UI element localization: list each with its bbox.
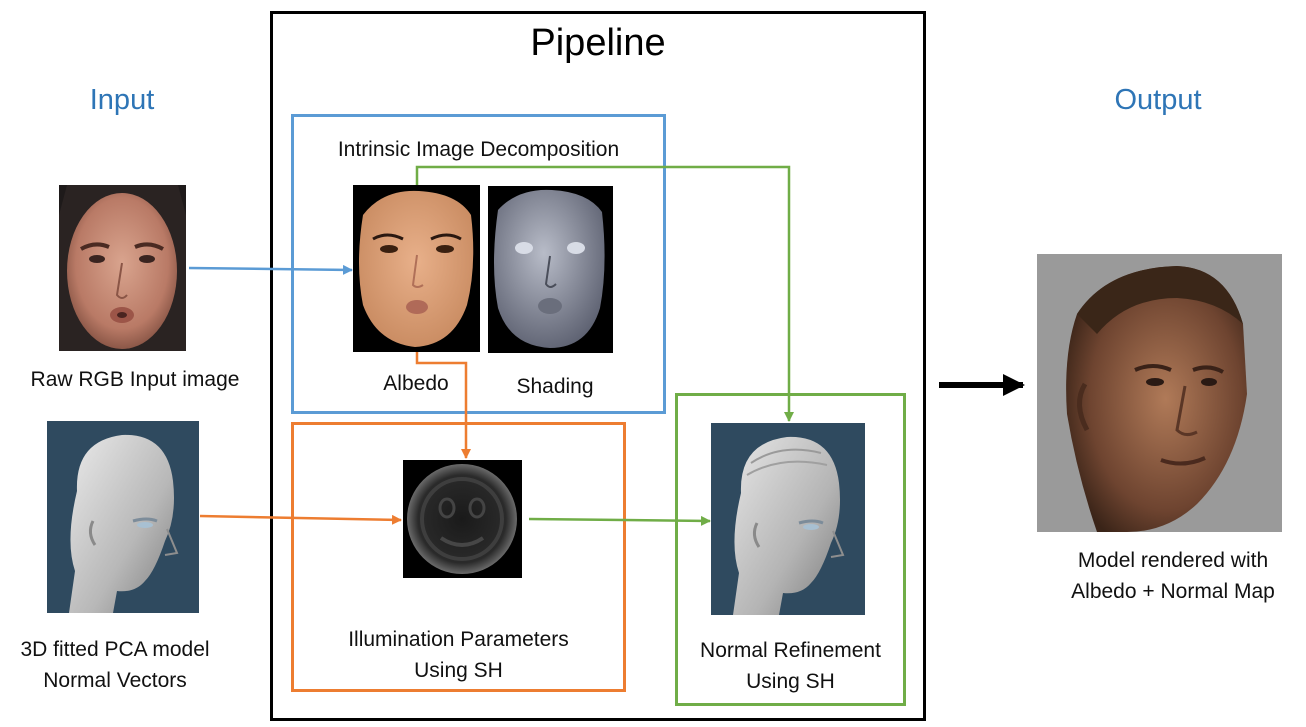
normal-refinement-box [675, 393, 906, 706]
albedo-image [353, 185, 480, 352]
albedo-label: Albedo [383, 372, 449, 395]
illumination-label-line1: Illumination Parameters [348, 628, 569, 651]
output-caption-line1: Model rendered with [1077, 549, 1269, 572]
output-caption-line2: Albedo + Normal Map [1071, 580, 1275, 603]
output-rendered-face-image [1037, 254, 1282, 532]
output-heading: Output [1114, 84, 1202, 116]
illumination-label-line2: Using SH [414, 659, 503, 682]
pca-model-caption-line2: Normal Vectors [43, 669, 187, 692]
sh-illumination-sphere-image [403, 460, 522, 578]
normal-refinement-label-line1: Normal Refinement [700, 639, 881, 662]
pipeline-title: Pipeline [530, 22, 666, 64]
pipeline-frame [270, 11, 926, 721]
normal-refinement-label-line2: Using SH [746, 670, 835, 693]
shading-image [488, 186, 613, 353]
pca-model-caption-line1: 3D fitted PCA model [20, 638, 210, 661]
raw-image-caption: Raw RGB Input image [30, 368, 240, 391]
input-heading: Input [89, 84, 155, 116]
refined-normal-head-image [711, 423, 865, 615]
shading-label: Shading [516, 375, 594, 398]
illumination-label: Illumination Parameters Using SH [291, 624, 626, 686]
pca-model-caption: 3D fitted PCA model Normal Vectors [0, 634, 230, 696]
raw-rgb-face-image [59, 185, 186, 351]
intrinsic-decomposition-title: Intrinsic Image Decomposition [337, 138, 620, 161]
output-caption: Model rendered with Albedo + Normal Map [1045, 545, 1301, 607]
pca-model-head-image [47, 421, 199, 613]
normal-refinement-label: Normal Refinement Using SH [675, 635, 906, 697]
